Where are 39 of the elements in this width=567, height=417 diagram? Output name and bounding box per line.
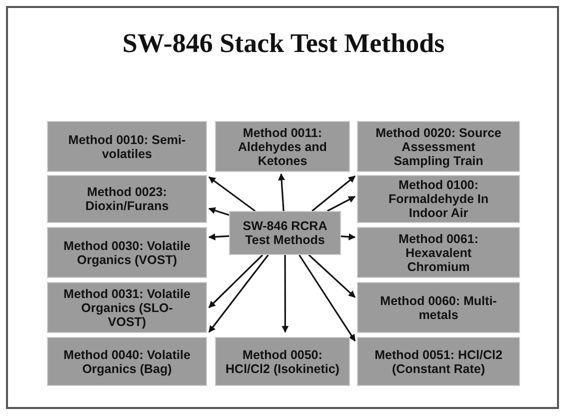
- box-label: Method 0100: Formaldehyde In Indoor Air: [387, 178, 490, 220]
- arrow: [298, 254, 356, 342]
- arrow: [312, 175, 356, 212]
- box-label: Method 0023: Dioxin/Furans: [84, 185, 170, 213]
- arrow: [308, 254, 356, 298]
- box-label: Method 0040: Volatile Organics (Bag): [62, 348, 192, 376]
- box-label: Method 0031: Volatile Organics (SLO-VOST): [62, 286, 192, 328]
- method-box: [215, 121, 350, 172]
- arrow: [282, 255, 289, 333]
- arrow: [326, 196, 356, 212]
- method-box: [357, 121, 520, 172]
- arrow: [278, 173, 286, 212]
- box-label: Method 0010: Semi-volatiles: [67, 132, 187, 160]
- box-label: Method 0060: Multi-metals: [379, 294, 498, 322]
- box-label: Method 0050: HCl/Cl2 (Isokinetic): [224, 348, 340, 376]
- box-label: Method 0061: Hexavalent Chromium: [398, 232, 480, 274]
- method-box: [357, 282, 520, 333]
- arrow: [208, 207, 230, 216]
- box-label: Method 0020: Source Assessment Sampling Train: [374, 126, 502, 168]
- box-label: Method 0030: Volatile Organics (VOST): [62, 238, 192, 266]
- box-label: Method 0011: Aldehydes and Ketones: [237, 126, 328, 168]
- method-box: [357, 227, 520, 278]
- method-box: [47, 121, 207, 172]
- slide-title: SW-846 Stack Test Methods: [121, 28, 446, 59]
- method-box: [215, 337, 350, 386]
- arrow: [208, 254, 269, 333]
- central-topic-box: [229, 211, 341, 255]
- arrow: [208, 233, 230, 240]
- method-box: [47, 227, 207, 278]
- arrow: [208, 254, 264, 308]
- method-box: [357, 175, 520, 223]
- method-box: [357, 337, 520, 386]
- arrow: [340, 233, 356, 240]
- method-box: [47, 282, 207, 333]
- method-box: [47, 337, 207, 386]
- arrow: [208, 176, 256, 212]
- box-label: SW-846 RCRA Test Methods: [242, 219, 328, 247]
- box-label: Method 0051: HCl/Cl2 (Constant Rate): [374, 348, 504, 376]
- method-box: [47, 175, 207, 223]
